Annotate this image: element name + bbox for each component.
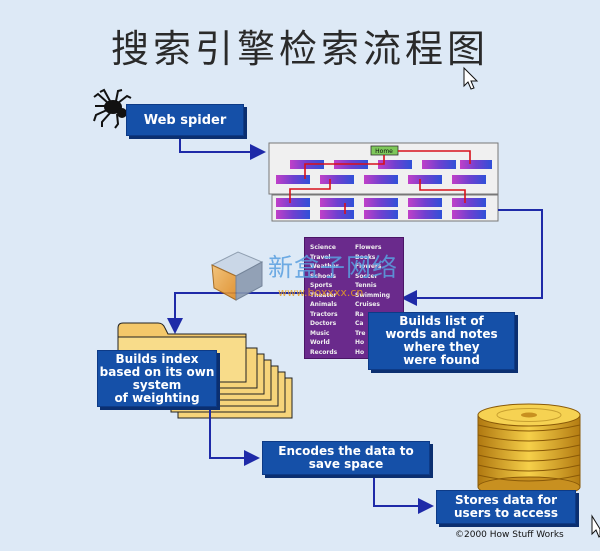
watermark-text: 新盒子网络 [268,253,399,282]
store-data-box: Stores data for users to access [436,490,576,524]
webpage-home-label: Home [375,148,393,155]
word-list-entry: Tractors [310,310,338,318]
spider-icon [93,88,132,129]
builds-index-box: Builds index based on its own system of … [97,350,217,407]
word-list-entry: Ra [355,310,364,318]
arrow-wordlist-to-index [167,292,304,334]
word-list-entry: Music [310,329,330,337]
mouse-cursor-icon [463,66,479,90]
word-list-entry: Science [310,244,336,251]
watermark-url: www.boxxxx.cn [278,286,364,299]
arrow-spider-to-pages [179,133,266,160]
builds-index-label: Builds index based on its own system of … [99,351,215,405]
arrow-index-to-encode [209,406,260,466]
word-list-entry: Swimming [355,291,391,299]
arrow-pages-to-wordlist [401,209,543,306]
word-list-entry: Weather [310,263,339,270]
word-list-entry: Records [310,348,338,356]
word-list-entry: Cruises [355,301,380,308]
word-list-entry: Books [355,253,376,261]
word-list-entry: Animals [310,301,337,308]
word-list-entry: Flowers [355,263,382,270]
word-list-entry: World [310,339,330,346]
store-data-label: Stores data for users to access [454,493,558,520]
builds-list-box: Builds list of words and notes where the… [368,312,515,370]
word-list-entry: Sports [310,282,333,289]
word-list-entry: Tre [355,329,366,337]
word-list-entry: Soccer [355,272,378,280]
web-spider-box: Web spider [126,104,244,136]
word-list-entry: Theater [310,291,337,299]
word-list-entry: Travel [310,253,331,261]
word-list-entry: Ca [355,320,364,327]
arrow-encode-to-store [373,473,434,514]
watermark-cube-icon [210,251,264,301]
word-list-entry: Schools [310,272,337,280]
encode-data-box: Encodes the data to save space [262,441,430,475]
word-list-entry: Tennis [355,282,377,289]
page-title: 搜索引擎检索流程图 [110,27,489,71]
word-list-entry: Doctors [310,320,337,327]
word-list-entry: Ho [355,348,365,356]
builds-list-label: Builds list of words and notes where the… [385,314,498,367]
word-list-entry: Ho [355,339,365,346]
web-spider-label: Web spider [143,112,227,128]
webpage-grid [268,142,499,222]
word-list-entry: Flowers [355,244,382,251]
encode-data-label: Encodes the data to save space [278,444,414,471]
copyright-notice: ©2000 How Stuff Works [455,530,564,540]
database-disks-icon [477,403,581,498]
mouse-cursor-icon-corner [591,514,600,538]
